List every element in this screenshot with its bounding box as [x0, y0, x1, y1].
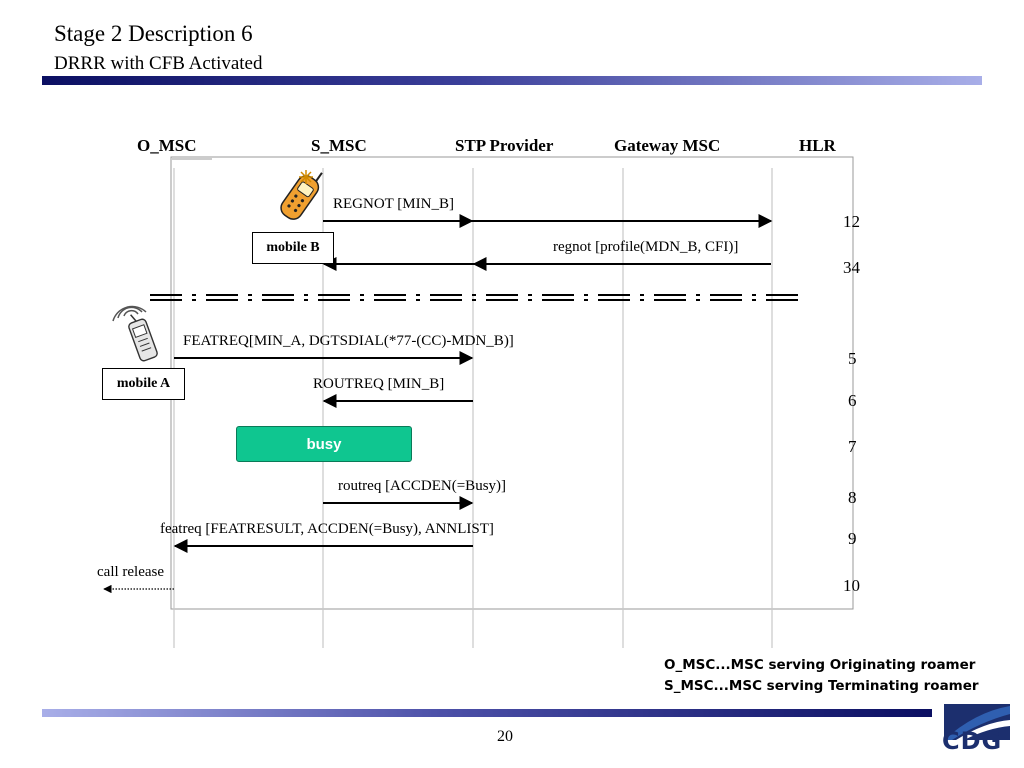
busy-status-box: busy: [236, 426, 412, 462]
footer-divider: [42, 709, 932, 717]
step-number: 7: [848, 437, 857, 456]
slide-subtitle: DRRR with CFB Activated: [54, 53, 263, 74]
entity-s-msc: S_MSC: [311, 136, 367, 155]
entity-stp-provider: STP Provider: [455, 136, 554, 155]
mobile-phone-a-icon: [128, 314, 158, 362]
mobile-b-box: mobile B: [252, 232, 334, 264]
frame-tag: [172, 157, 212, 160]
step-number: 6: [848, 391, 857, 410]
message-label-regnot: REGNOT [MIN_B]: [333, 196, 454, 212]
message-label-call-release: call release: [97, 564, 165, 580]
mobile-a-box: mobile A: [102, 368, 185, 400]
mobile-phone-b-icon: [280, 172, 323, 220]
legend-s-msc: S_MSC...MSC serving Terminating roamer: [664, 678, 979, 694]
step-number: 8: [848, 488, 857, 507]
signal-waves-icon: [112, 305, 147, 322]
page-number: 20: [497, 728, 513, 745]
message-label-featreq: FEATREQ[MIN_A, DGTSDIAL(*77-(CC)-MDN_B)]: [183, 333, 514, 349]
entity-o-msc: O_MSC: [137, 136, 197, 155]
step-number: 9: [848, 529, 857, 548]
message-label-regnot-response: regnot [profile(MDN_B, CFI)]: [553, 239, 739, 255]
cdg-logo-text: CDG: [942, 727, 1003, 755]
cdg-logo: [934, 697, 1018, 761]
diagram-frame: [170, 156, 854, 610]
step-number: 10: [843, 576, 860, 595]
message-label-featreq-response: featreq [FEATRESULT, ACCDEN(=Busy), ANNL…: [160, 521, 494, 537]
message-label-routreq-response: routreq [ACCDEN(=Busy)]: [338, 478, 507, 494]
entity-hlr: HLR: [799, 136, 836, 155]
message-label-routreq: ROUTREQ [MIN_B]: [313, 376, 445, 392]
slide-title: Stage 2 Description 6: [54, 21, 253, 46]
ringing-sparkle-icon: [299, 170, 313, 184]
step-number: 5: [848, 349, 857, 368]
legend-o-msc: O_MSC...MSC serving Originating roamer: [664, 657, 976, 673]
entity-gateway-msc: Gateway MSC: [614, 136, 721, 155]
step-number: 34: [843, 258, 860, 277]
header-divider: [42, 76, 982, 85]
step-number: 12: [843, 212, 860, 231]
